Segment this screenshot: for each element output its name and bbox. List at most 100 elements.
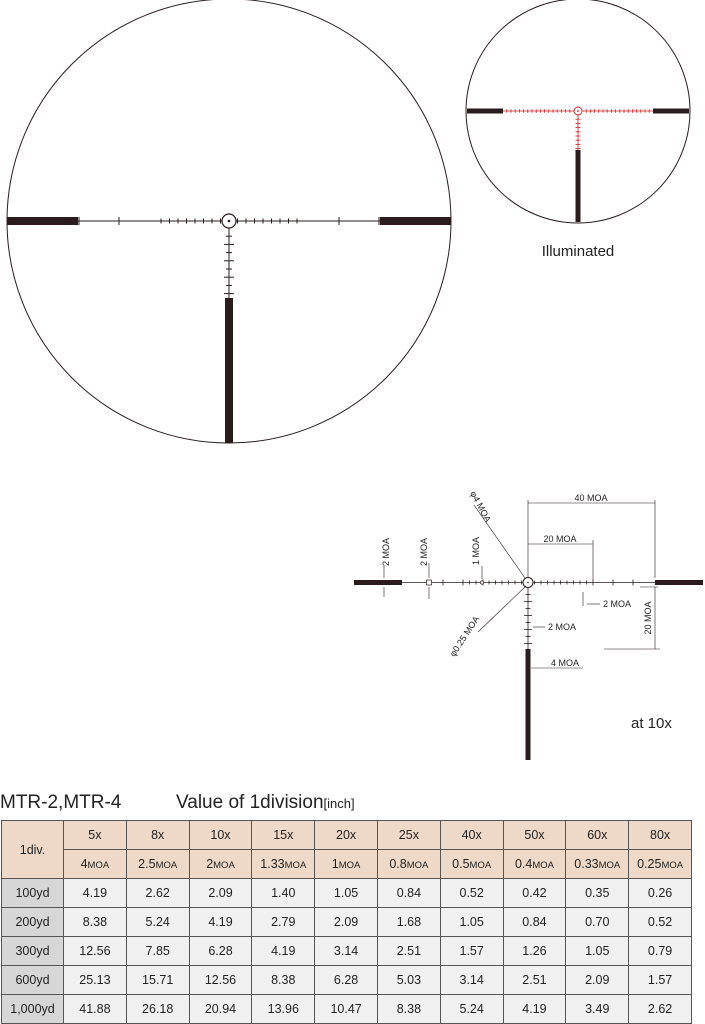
division-value-cell: 4.19 bbox=[251, 936, 316, 966]
moa-header: 2MOA bbox=[188, 849, 253, 879]
division-value-cell: 1.40 bbox=[251, 878, 316, 908]
division-value-cell: 5.24 bbox=[439, 994, 504, 1024]
division-value-cell: 1.57 bbox=[439, 936, 504, 966]
division-value-cell: 7.85 bbox=[125, 936, 190, 966]
division-value-cell: 0.35 bbox=[565, 878, 630, 908]
division-value-cell: 1.05 bbox=[565, 936, 630, 966]
division-value-cell: 1.26 bbox=[502, 936, 567, 966]
corner-label: 1div. bbox=[1, 820, 64, 879]
division-value-cell: 12.56 bbox=[188, 965, 253, 995]
main-reticle-ticks bbox=[38, 217, 420, 295]
division-value-cell: 4.19 bbox=[188, 907, 253, 937]
division-value-cell: 5.03 bbox=[376, 965, 441, 995]
label-phi-4-moa: φ4 MOA bbox=[468, 489, 493, 524]
division-value-cell: 0.52 bbox=[628, 907, 692, 937]
magnification-header: 5x bbox=[63, 820, 127, 850]
magnification-header: 25x bbox=[376, 820, 441, 850]
illum-right-post bbox=[653, 108, 689, 114]
division-value-cell: 8.38 bbox=[63, 907, 127, 937]
moa-header: 1MOA bbox=[314, 849, 378, 879]
magnification-header: 8x bbox=[125, 820, 190, 850]
label-20-moa-top: 20 MOA bbox=[543, 534, 576, 544]
division-value-cell: 5.24 bbox=[125, 907, 190, 937]
moa-unit: MOA bbox=[213, 860, 235, 871]
division-value-cell: 2.51 bbox=[502, 965, 567, 995]
division-value-cell: 0.79 bbox=[628, 936, 692, 966]
range-label: 300yd bbox=[1, 936, 64, 966]
bottom-thick-post bbox=[225, 298, 233, 443]
center-dot bbox=[227, 219, 231, 223]
magnification-note: at 10x bbox=[631, 715, 672, 732]
division-value-cell: 2.62 bbox=[628, 994, 692, 1024]
moa-unit: MOA bbox=[598, 860, 621, 871]
division-value-cell: 13.96 bbox=[251, 994, 316, 1024]
division-value-cell: 6.28 bbox=[188, 936, 253, 966]
division-value-cell: 2.79 bbox=[251, 907, 316, 937]
table-heading: MTR-2,MTR-4 Value of 1division[inch] bbox=[0, 792, 705, 816]
division-value-cell: 20.94 bbox=[188, 994, 253, 1024]
division-value-cell: 3.49 bbox=[565, 994, 630, 1024]
range-label: 1,000yd bbox=[1, 994, 64, 1024]
table-title: Value of 1division[inch] bbox=[176, 792, 355, 814]
illuminated-reticle bbox=[465, 0, 691, 224]
dim-right-post bbox=[655, 580, 703, 585]
division-value-cell: 41.88 bbox=[63, 994, 127, 1024]
moa-unit: MOA bbox=[284, 860, 307, 871]
main-reticle bbox=[6, 0, 452, 444]
moa-header: 0.8MOA bbox=[376, 849, 441, 879]
reticle-diagrams: Illuminated bbox=[6, 0, 703, 760]
magnification-header: 20x bbox=[314, 820, 378, 850]
magnification-header: 80x bbox=[628, 820, 692, 850]
moa-value: 0.8 bbox=[389, 857, 407, 871]
left-thick-post bbox=[7, 217, 78, 225]
illum-left-post bbox=[467, 108, 503, 114]
small-dot-marker bbox=[480, 580, 484, 585]
range-label: 100yd bbox=[1, 878, 64, 908]
moa-header: 2.5MOA bbox=[125, 849, 190, 879]
division-value-cell: 2.09 bbox=[565, 965, 630, 995]
division-value-cell: 2.51 bbox=[376, 936, 441, 966]
division-value-cell: 8.38 bbox=[251, 965, 316, 995]
table-title-text: Value of 1division bbox=[176, 792, 324, 813]
moa-unit: MOA bbox=[469, 860, 492, 871]
dim-bottom-post bbox=[525, 649, 531, 760]
label-1-moa: 1 MOA bbox=[471, 537, 481, 565]
moa-header: 0.4MOA bbox=[502, 849, 567, 879]
illum-bottom-post bbox=[575, 150, 581, 222]
moa-header: 0.33MOA bbox=[565, 849, 630, 879]
right-thick-post bbox=[380, 217, 451, 225]
moa-value: 1 bbox=[331, 857, 339, 871]
division-value-cell: 1.68 bbox=[376, 907, 441, 937]
moa-unit: MOA bbox=[338, 860, 361, 871]
moa-header: 1.33MOA bbox=[251, 849, 316, 879]
division-value-cell: 0.84 bbox=[502, 907, 567, 937]
label-2-moa-lower: 2 MOA bbox=[548, 622, 576, 632]
label-phi-0-25-moa: φ0.25 MOA bbox=[448, 614, 482, 658]
magnification-header: 40x bbox=[439, 820, 504, 850]
magnification-header: 10x bbox=[188, 820, 253, 850]
division-value-cell: 25.13 bbox=[63, 965, 127, 995]
division-value-cell: 1.05 bbox=[314, 878, 378, 908]
division-value-cell: 0.52 bbox=[439, 878, 504, 908]
moa-value: 4 bbox=[80, 857, 88, 871]
division-value-cell: 2.09 bbox=[314, 907, 378, 937]
division-value-cell: 0.70 bbox=[565, 907, 630, 937]
magnification-header: 15x bbox=[251, 820, 316, 850]
label-4-moa: 4 MOA bbox=[551, 658, 579, 668]
division-value-cell: 10.47 bbox=[314, 994, 378, 1024]
label-40-moa: 40 MOA bbox=[574, 493, 607, 503]
dim-center-dot bbox=[527, 581, 529, 584]
division-value-cell: 12.56 bbox=[63, 936, 127, 966]
division-value-cell: 0.26 bbox=[628, 878, 692, 908]
moa-value: 1.33 bbox=[260, 857, 285, 871]
division-value-cell: 8.38 bbox=[376, 994, 441, 1024]
range-label: 200yd bbox=[1, 907, 64, 937]
magnification-header: 60x bbox=[565, 820, 630, 850]
division-value-cell: 26.18 bbox=[125, 994, 190, 1024]
moa-value: 0.5 bbox=[452, 857, 470, 871]
division-value-cell: 1.57 bbox=[628, 965, 692, 995]
